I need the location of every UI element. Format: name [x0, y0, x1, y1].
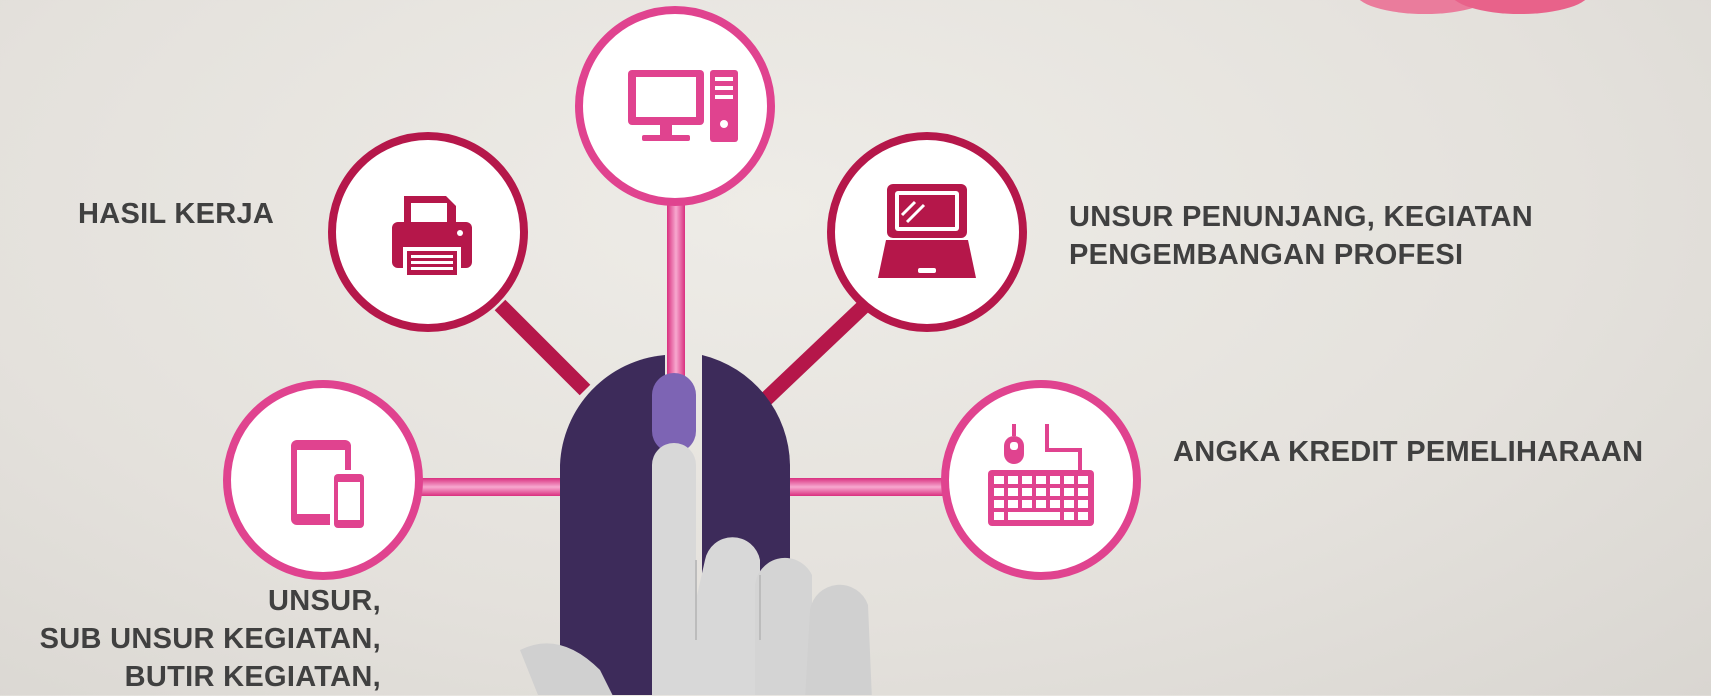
node-keyboard [941, 380, 1141, 580]
label-unsur-penunjang-line-2: PENGEMBANGAN PROFESI [1069, 239, 1464, 271]
label-unsur-line-1: UNSUR, [268, 585, 381, 617]
pointing-hand-icon [520, 443, 872, 695]
node-devices [223, 380, 423, 580]
connector-lines [420, 200, 955, 496]
mouse-scroll-wheel [652, 373, 696, 453]
tablet-phone-icon [291, 440, 366, 530]
connector-printer [494, 299, 591, 396]
label-unsur-penunjang: UNSUR PENUNJANG, KEGIATAN PENGEMBANGAN P… [1069, 198, 1533, 274]
label-unsur-list: UNSUR, SUB UNSUR KEGIATAN, BUTIR KEGIATA… [40, 582, 381, 696]
printer-icon [392, 196, 472, 275]
connector-devices [420, 478, 570, 496]
label-unsur-penunjang-line-1: UNSUR PENUNJANG, KEGIATAN [1069, 201, 1534, 233]
keyboard-mouse-icon [988, 424, 1094, 526]
corner-decoration [1359, 0, 1586, 14]
laptop-icon [878, 184, 976, 278]
node-desktop [575, 6, 775, 206]
label-unsur-line-3: BUTIR KEGIATAN, [124, 661, 381, 693]
label-hasil-kerja: HASIL KERJA [78, 198, 275, 230]
label-angka-kredit: ANGKA KREDIT PEMELIHARAAN [1173, 436, 1644, 468]
connector-laptop [759, 299, 871, 406]
node-laptop [827, 132, 1027, 332]
node-printer [328, 132, 528, 332]
desktop-computer-icon [628, 70, 738, 142]
label-unsur-line-2: SUB UNSUR KEGIATAN, [39, 623, 381, 655]
connector-desktop [667, 200, 685, 390]
connector-keyboard [780, 478, 955, 496]
